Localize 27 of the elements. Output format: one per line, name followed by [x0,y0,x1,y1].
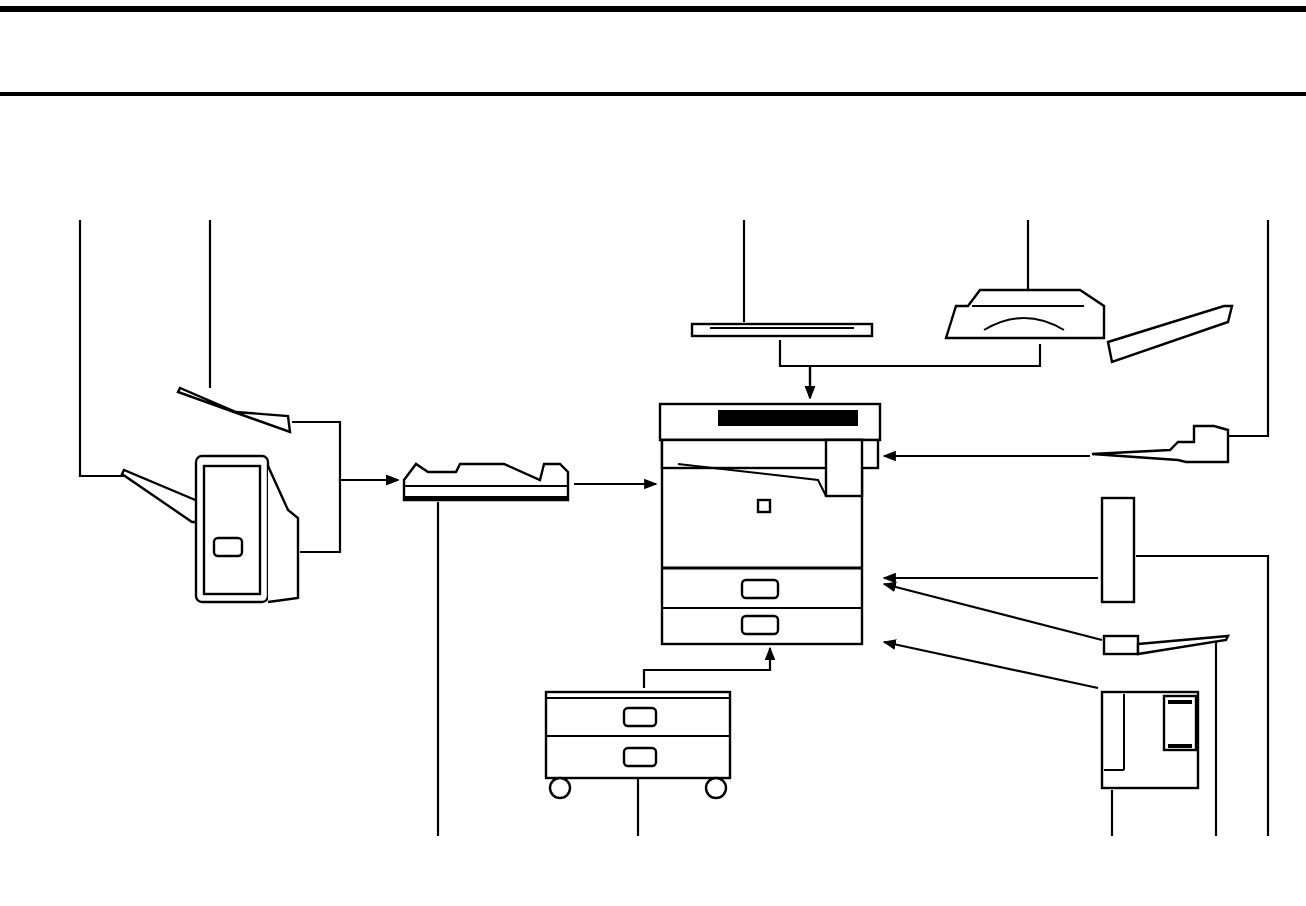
leader-line [1110,790,1114,836]
arrow [300,474,400,554]
arrow [642,646,776,688]
arrow [882,572,1098,584]
paper-feed-unit-drawing [544,690,732,800]
leader-line [636,778,640,836]
bypass-tray-drawing [1090,422,1230,466]
platen-cover-drawing [690,322,874,338]
leader-line [1228,220,1270,438]
leader-line [1136,554,1270,836]
arrow [574,478,658,490]
leader-line [78,220,124,478]
finisher-drawing [120,450,300,604]
side-panel [1100,496,1136,604]
leader-line [436,502,440,836]
copier-drawing [658,400,882,646]
leader-line [1026,220,1030,290]
paper-tray-drawing [1102,632,1230,656]
leader-line [208,220,212,388]
leader-line [1214,642,1218,836]
arrow [882,639,1099,690]
arrow [804,344,1042,400]
leader-line [742,220,746,322]
arrow [882,450,1090,462]
output-tray-drawing [176,386,292,434]
arrow [882,581,1103,642]
cabinet-unit-drawing [1100,690,1200,790]
